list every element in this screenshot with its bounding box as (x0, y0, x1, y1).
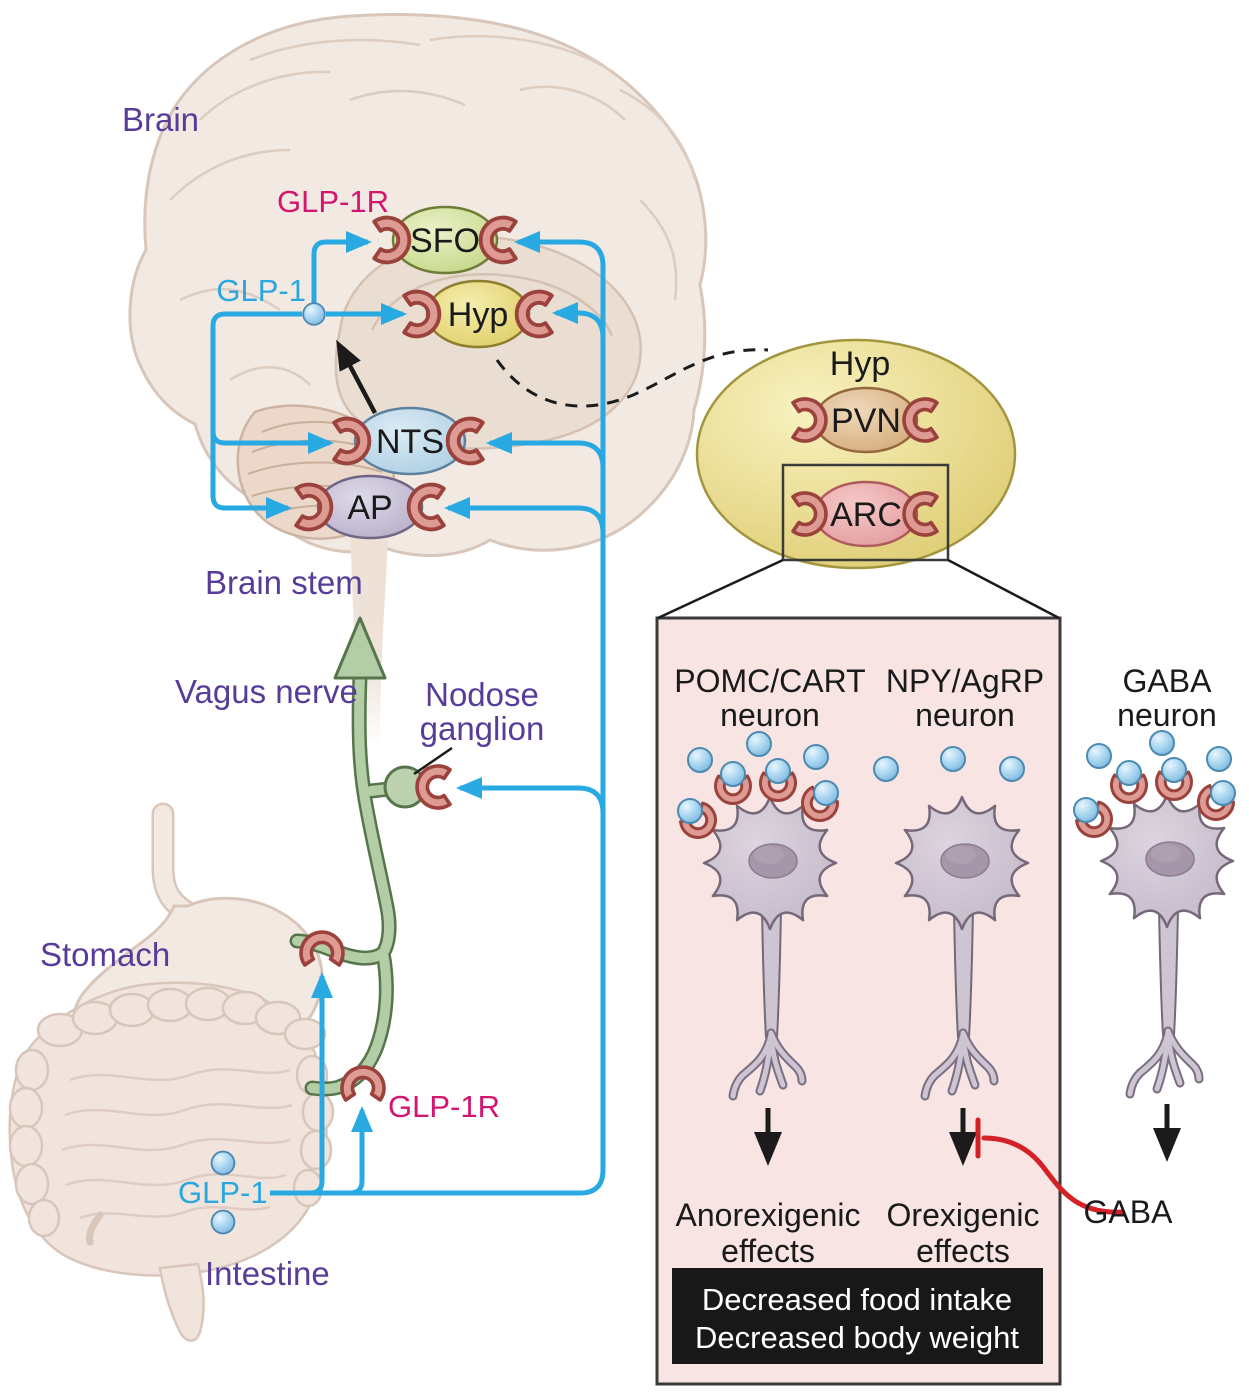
glp1-molecule-dot (210, 1209, 236, 1235)
gyri-lines (169, 35, 697, 386)
line-dot-to-ap (210, 311, 302, 519)
line-gut-to-hyp (552, 302, 606, 339)
outcome-line2: Decreased body weight (695, 1320, 1019, 1355)
vagus-nerve-label: Vagus nerve (175, 673, 358, 710)
line-dot-to-nts (210, 430, 334, 454)
npy-neuron-title-line2: neuron (915, 697, 1015, 733)
glp1-molecule-dot (1086, 743, 1112, 769)
arc-panel-box (655, 616, 1062, 1386)
brain-stem-label: Brain stem (205, 564, 363, 601)
brain-illustration (128, 12, 708, 742)
glp1-molecule-dot (210, 1150, 236, 1176)
ap-ellipse (316, 474, 424, 540)
line-dot-to-sfo (311, 231, 372, 303)
hypothalamus-panel: Hyp PVN ARC (695, 338, 1017, 570)
appendix-shape (86, 1211, 104, 1246)
corpus-callosum-line (370, 273, 614, 337)
gut-illustration (8, 802, 335, 1342)
outcome-box (672, 1268, 1043, 1364)
vagus-arrowhead (333, 616, 387, 680)
glp1-circulation-lines (210, 231, 606, 1196)
neuron-body (1101, 795, 1233, 1094)
gaba-neuron-title-line2: neuron (1117, 697, 1217, 733)
vagus-nerve-illustration (289, 616, 427, 1097)
orexigenic-label-line2: effects (916, 1233, 1010, 1269)
nodose-label-line2: ganglion (420, 710, 545, 747)
sfo-ellipse (391, 205, 499, 275)
nts-to-glp1-arrow (336, 339, 377, 415)
glp1-molecule-dot (1149, 730, 1175, 756)
anorexigenic-label-line1: Anorexigenic (676, 1197, 861, 1233)
nts-ellipse (353, 406, 467, 476)
hyp-panel-title: Hyp (830, 345, 890, 383)
glp1-molecule-dot (940, 746, 966, 772)
hyp-zoom-dashed-line (495, 348, 769, 408)
glp1-receptor-icon (415, 764, 452, 810)
glp1-molecule-dot (1206, 746, 1232, 772)
gaba-signal-label: GABA (1084, 1194, 1174, 1230)
zoom-connector-lines (657, 558, 1060, 620)
glp1-molecule-dot (813, 780, 839, 806)
nodose-label-line1: Nodose (425, 676, 539, 713)
pvn-label: PVN (831, 402, 901, 440)
glp1-molecule-dot (999, 756, 1025, 782)
nts-label: NTS (376, 423, 444, 461)
gaba-inhibition-line (981, 1135, 1125, 1215)
line-gut-to-sfo (270, 231, 606, 1196)
brain-nuclei: SFO Hyp NTS AP (294, 205, 554, 540)
gaba-neuron-title-line1: GABA (1123, 663, 1213, 699)
pomc-neuron-title-line1: POMC/CART (674, 663, 865, 699)
glp1-molecule-dot (873, 756, 899, 782)
gaba-neuron (1072, 730, 1238, 1094)
brain-label: Brain (122, 101, 199, 138)
glp1-molecule-dot (1161, 757, 1187, 783)
sfo-label: SFO (410, 222, 480, 260)
glp1-molecule-dot (720, 761, 746, 787)
glp1-molecule-dot (302, 302, 326, 326)
pomc-neuron-title-line2: neuron (720, 697, 820, 733)
line-gut-to-nodose (456, 777, 606, 814)
glp1-molecule-dot (765, 758, 791, 784)
colon-haustra (8, 986, 335, 1238)
line-gut-to-nts (486, 432, 606, 469)
line-gut-to-ap (444, 497, 606, 534)
rectum-shape (158, 1262, 205, 1342)
glp1r-brain-label: GLP-1R (277, 184, 389, 219)
glp1-molecule-dot (1210, 780, 1236, 806)
line-gut-to-intestine-receptor (349, 1106, 373, 1196)
glp1-molecule-dot (1116, 760, 1142, 786)
glp1-molecule-dot (746, 731, 772, 757)
arc-zoom-rectangle (781, 463, 950, 562)
ap-label: AP (347, 489, 392, 527)
arc-detail-panel: POMC/CART neuron NPY/AgRP neuron GABA ne… (655, 558, 1217, 1386)
orexigenic-label-line1: Orexigenic (887, 1197, 1040, 1233)
glp1-molecule-dot (677, 798, 703, 824)
glp1-receptor-icon (340, 1065, 386, 1102)
glp1-brain-label: GLP-1 (216, 273, 306, 308)
glp1-molecule-dot (803, 744, 829, 770)
intestine-label: Intestine (205, 1255, 330, 1292)
glp1-molecule-dot (1073, 797, 1099, 823)
big-hyp-ellipse (695, 338, 1017, 570)
line-gut-to-stomach-receptor (309, 972, 333, 1196)
glp1-molecule-dot (687, 747, 713, 773)
hyp-label: Hyp (448, 296, 508, 334)
stomach-label: Stomach (40, 936, 170, 973)
arc-label: ARC (830, 496, 902, 534)
npy-neuron-title-line1: NPY/AgRP (886, 663, 1044, 699)
outcome-line1: Decreased food intake (702, 1282, 1012, 1317)
glp1-gut-label: GLP-1 (178, 1175, 268, 1210)
small-intestine-coils (61, 1067, 293, 1220)
anorexigenic-label-line2: effects (721, 1233, 815, 1269)
nodose-pointer-line (413, 746, 453, 776)
glp1r-gut-label: GLP-1R (388, 1089, 500, 1124)
